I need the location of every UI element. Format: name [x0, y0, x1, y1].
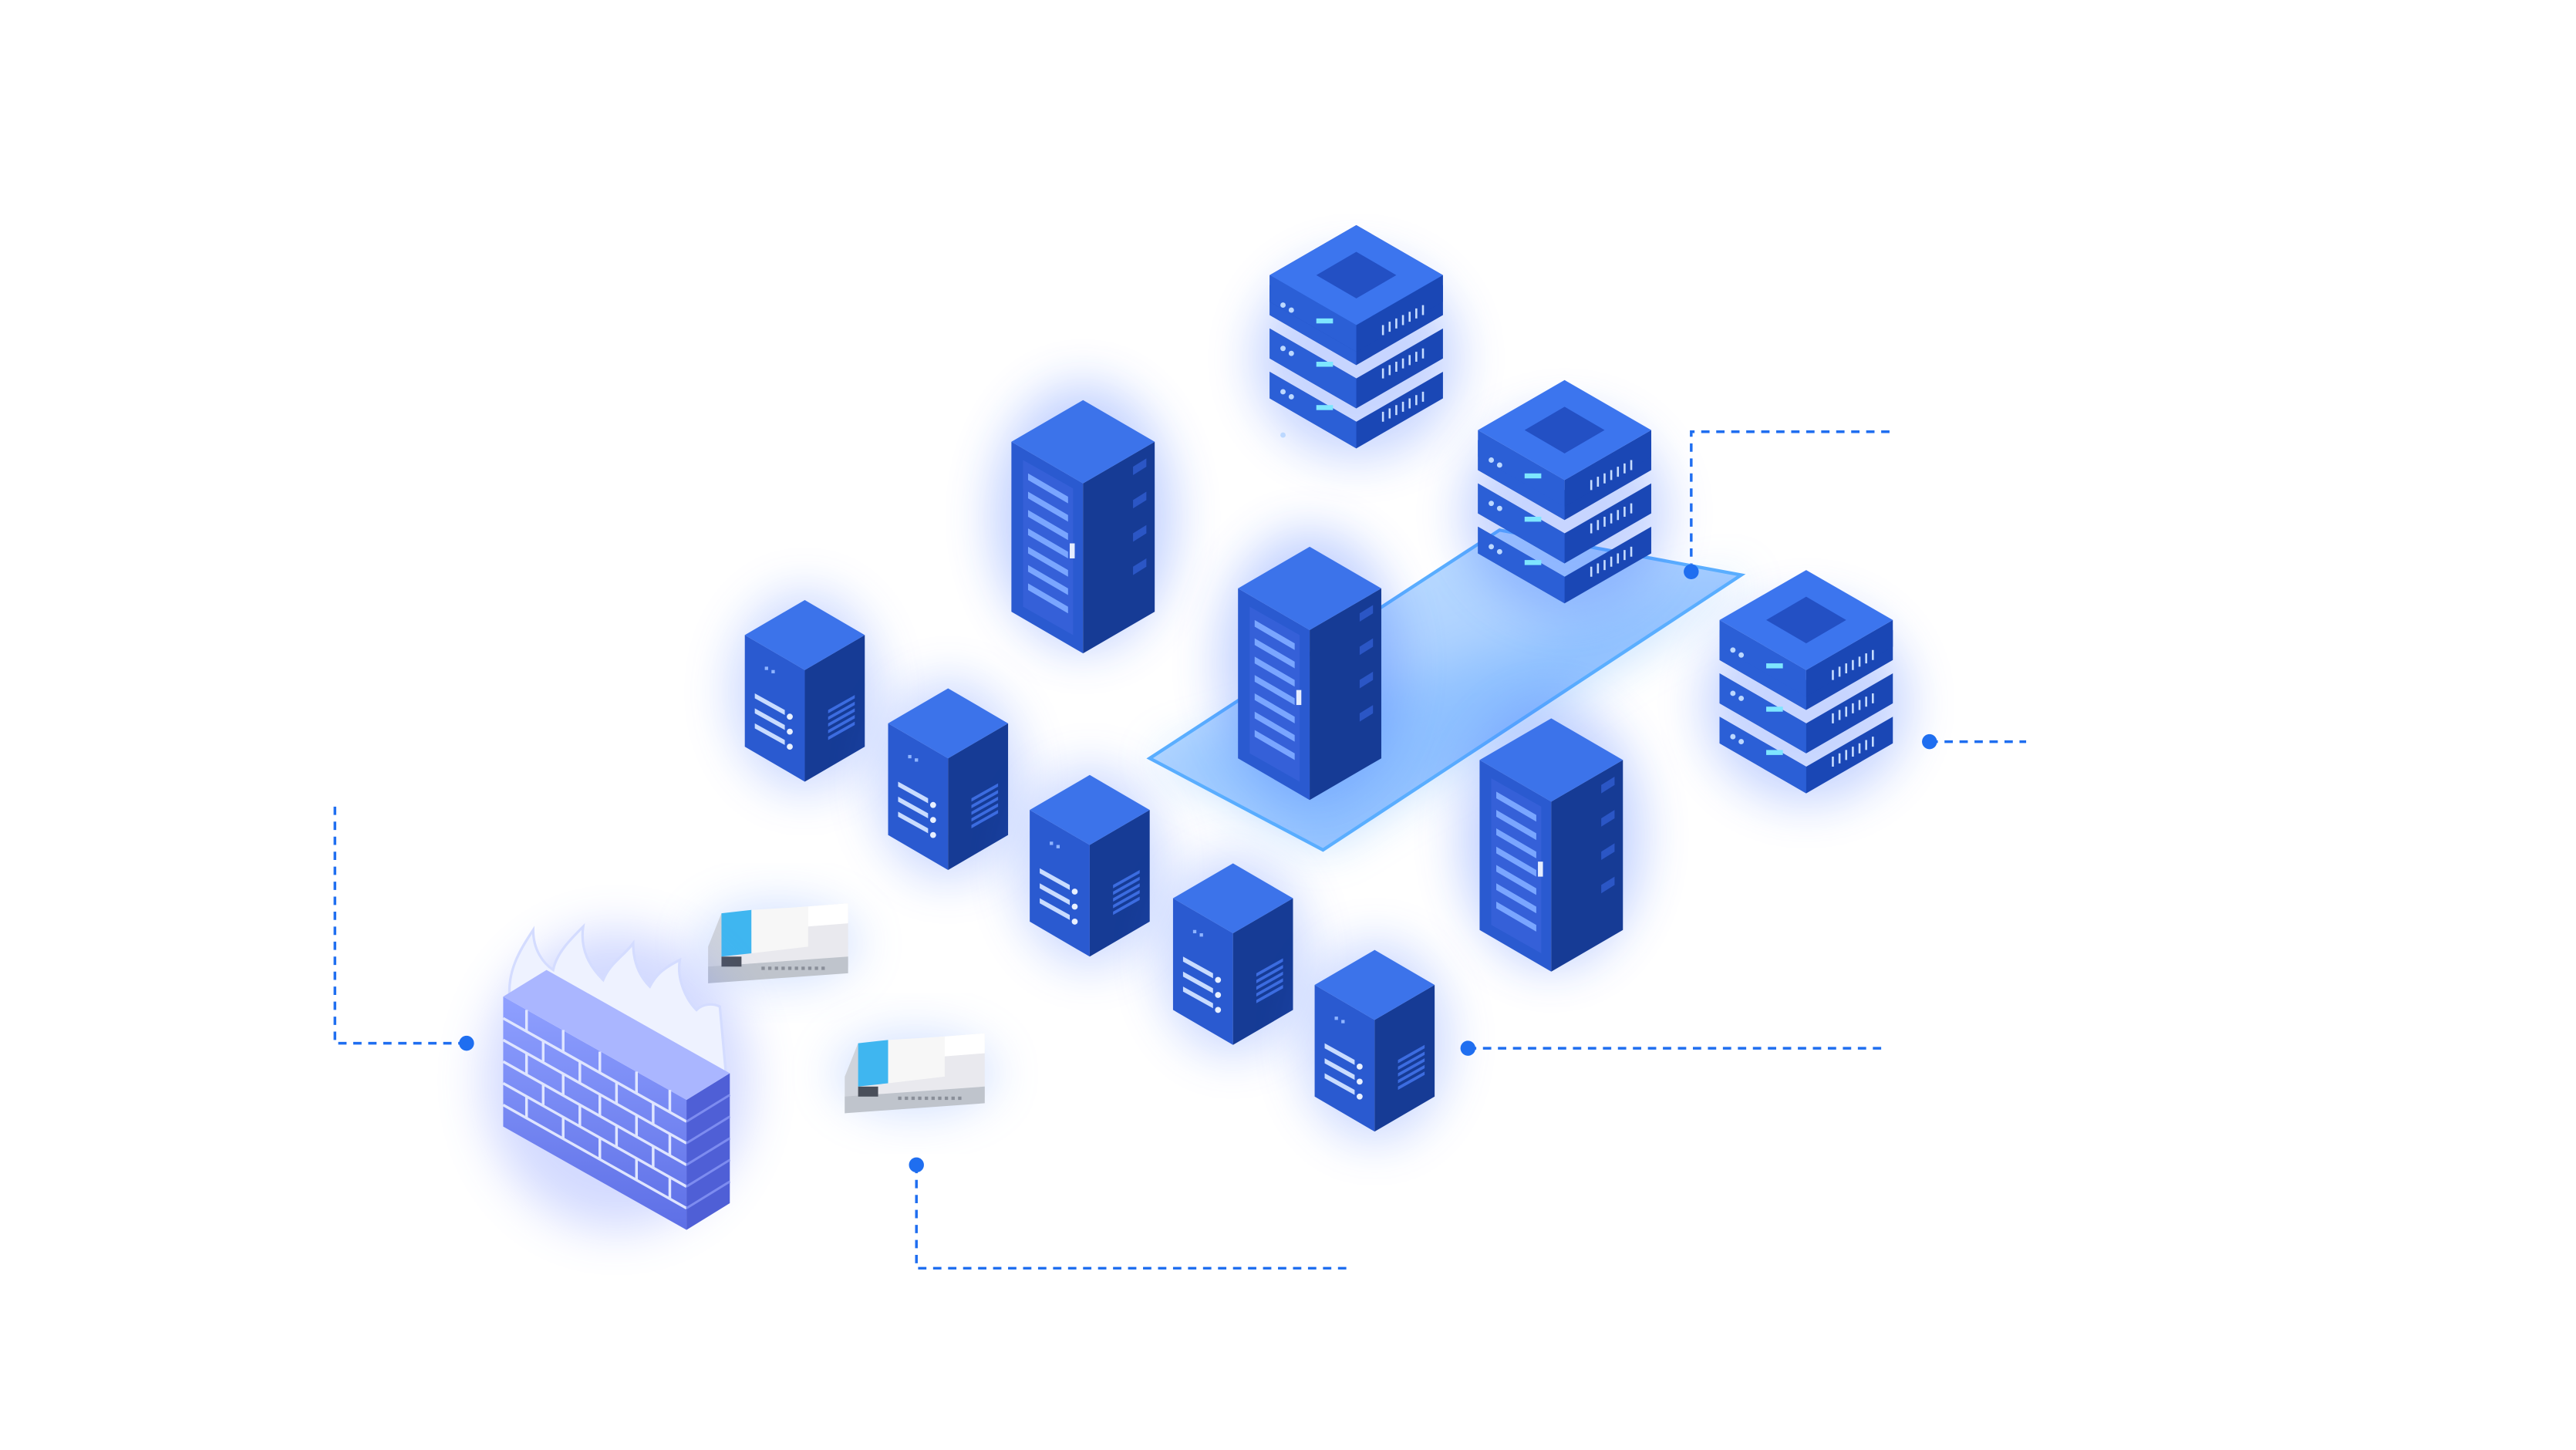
connector-dot-icon [1922, 733, 1937, 750]
callout-lines [333, 430, 2027, 1270]
tower-server-2 [873, 679, 1023, 880]
callout-bottom [915, 1165, 1348, 1270]
connector-dot-icon [459, 1035, 474, 1051]
callout-left [333, 803, 467, 1045]
server-stack-icon [1269, 224, 1443, 449]
tower-server-row [730, 592, 1450, 1142]
tower-server-icon [1172, 863, 1293, 1045]
connector-dot-icon [1460, 1040, 1476, 1056]
rack-server-icon [1011, 400, 1155, 654]
server-stack-mid [1461, 379, 1668, 614]
connector-dot-icon [909, 1157, 924, 1173]
callout-top-right [1690, 430, 1893, 572]
router-lower [835, 1033, 995, 1114]
tower-server-icon [1314, 949, 1435, 1132]
router-icon [708, 903, 848, 983]
rack-server-icon [1238, 546, 1381, 801]
tower-server-icon [744, 599, 865, 782]
router-upper [698, 903, 858, 983]
tower-server-4 [1158, 855, 1308, 1055]
rack-server-center [1218, 530, 1401, 801]
tower-server-1 [730, 592, 880, 792]
server-stack-right [1702, 570, 1910, 804]
tower-server-3 [1014, 767, 1165, 967]
tower-server-icon [1030, 774, 1150, 957]
rack-server-icon [1479, 718, 1623, 972]
tower-server-icon [888, 688, 1009, 870]
tower-server-5 [1300, 941, 1450, 1142]
rack-server-lower-right [1459, 701, 1644, 972]
firewall [483, 922, 750, 1230]
firewall-icon [502, 922, 731, 1230]
rack-server-upper-left [991, 383, 1175, 654]
router-icon [845, 1033, 985, 1114]
connector-dots [459, 564, 1937, 1173]
connector-dot-icon [1684, 564, 1699, 579]
server-stack-top [1253, 224, 1460, 459]
